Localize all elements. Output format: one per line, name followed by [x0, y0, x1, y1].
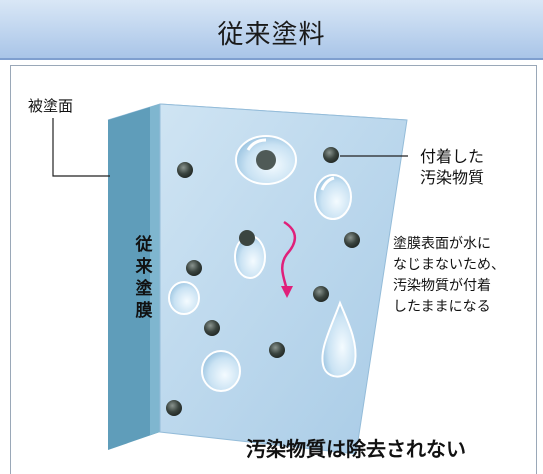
page-title: 従来塗料 [217, 20, 326, 50]
coating-film-char: 塗 [135, 279, 153, 299]
water-droplet-icon [321, 300, 357, 378]
water-droplet-icon [314, 174, 352, 220]
dirt-label: 付着した 汚染物質 [420, 147, 485, 187]
explanation-text: 塗膜表面が水に なじまないため、 汚染物質が付着 したままになる [393, 236, 505, 315]
water-droplet-icon [168, 281, 200, 315]
water-droplet-icon [235, 135, 297, 185]
dirt-particle-icon [177, 162, 193, 178]
coating-film-char: 膜 [135, 301, 153, 321]
flow-arrow-icon [281, 220, 297, 298]
header-banner: 従来塗料 [0, 0, 543, 60]
water-droplet-icon [234, 230, 266, 279]
dirt-particle-icon [166, 400, 182, 416]
surface-label: 被塗面 [28, 97, 74, 115]
panel-side-substrate [108, 104, 160, 450]
panel-side-highlight [150, 104, 160, 435]
dirt-particle-icon [323, 147, 339, 163]
coating-film-label: 従 来 塗 膜 [133, 234, 155, 322]
dirt-particle-icon [204, 320, 220, 336]
dirt-particle-icon [269, 342, 285, 358]
surface-leader-line [52, 118, 110, 177]
water-droplet-icon [201, 350, 241, 392]
dirt-particle-icon [344, 232, 360, 248]
dirt-particle-icon [313, 286, 329, 302]
coating-film-char: 従 [135, 235, 153, 255]
dirt-particle-icon [186, 260, 202, 276]
coating-film-char: 来 [135, 257, 153, 277]
conclusion-text: 汚染物質は除去されない [246, 437, 466, 461]
